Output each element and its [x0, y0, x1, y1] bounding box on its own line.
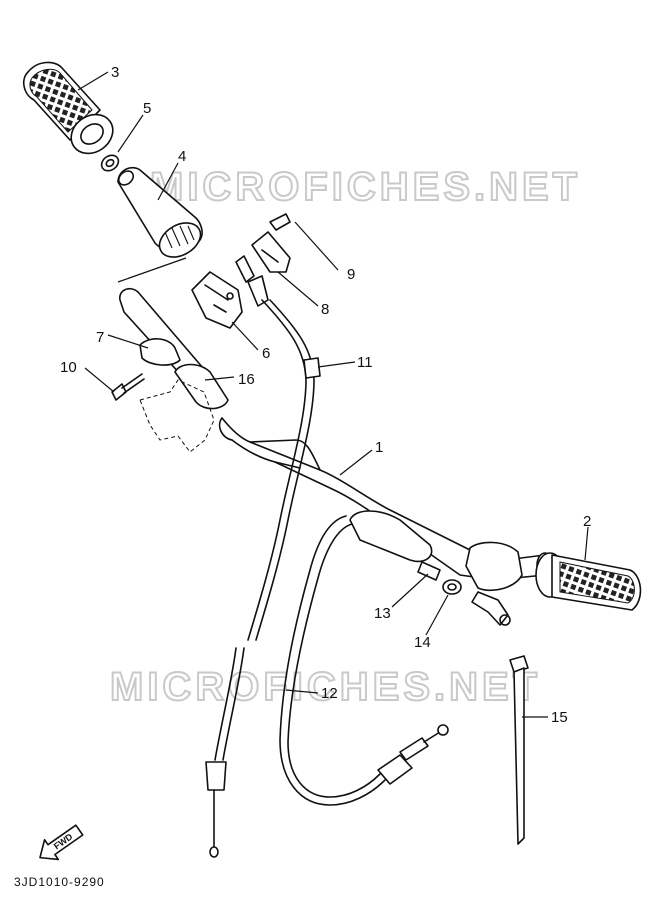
throttle-housing — [119, 288, 229, 410]
part-number-3: 3 — [111, 64, 119, 81]
part-number-7: 7 — [96, 329, 104, 346]
clutch-perch — [349, 510, 523, 626]
part-number-9: 9 — [347, 266, 355, 283]
part-number-11: 11 — [357, 354, 373, 371]
part-number-15: 15 — [551, 709, 568, 726]
throttle-tube — [117, 166, 203, 258]
part-number-1: 1 — [375, 439, 383, 456]
part-number-13: 13 — [374, 605, 391, 622]
left-grip — [22, 61, 114, 155]
collar — [100, 154, 120, 172]
part-number-16: 16 — [238, 371, 255, 388]
part-number-8: 8 — [321, 301, 329, 318]
reference-code: 3JD1010-9290 — [14, 875, 105, 889]
throttle-cable — [205, 299, 321, 858]
part-number-14: 14 — [414, 634, 431, 651]
housing-cap — [191, 271, 243, 329]
part-number-12: 12 — [321, 685, 338, 702]
part-number-10: 10 — [60, 359, 77, 376]
part-number-2: 2 — [583, 513, 591, 530]
cable-tie — [509, 655, 529, 845]
cable-holder — [235, 213, 291, 307]
part-number-4: 4 — [178, 148, 186, 165]
part-number-6: 6 — [262, 345, 270, 362]
right-grip — [535, 552, 642, 611]
cable-adjuster — [417, 561, 462, 595]
part-number-5: 5 — [143, 100, 151, 117]
watermark-top: MICROFICHES.NET — [150, 165, 581, 209]
bolt — [111, 373, 145, 401]
fwd-arrow-icon: FWD — [39, 824, 84, 861]
watermark-bottom: MICROFICHES.NET — [110, 665, 541, 709]
clutch-cable — [279, 515, 449, 806]
